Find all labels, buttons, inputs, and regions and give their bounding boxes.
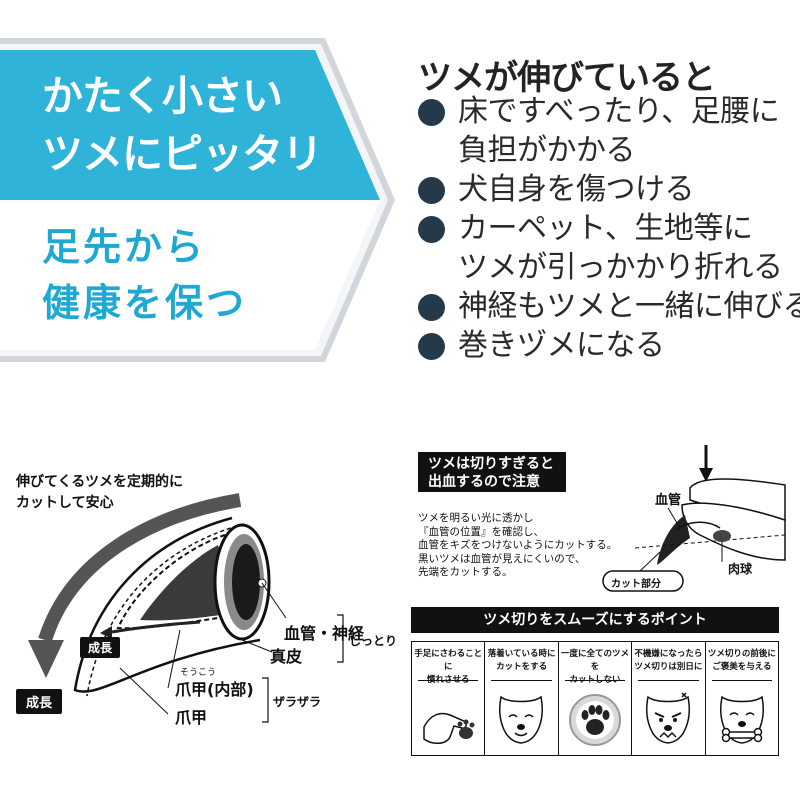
bullet-dot-icon (418, 333, 445, 360)
point-label: ツメ切りの前後に ご褒美を与える (706, 648, 778, 681)
risk-item: 神経もツメと一緒に伸びる (418, 287, 800, 326)
instruction-line: 『血管の位置』を確認し、 (418, 525, 544, 538)
nail-cross-section-diagram (28, 493, 344, 723)
banner-headline: かたく小さい ツメにピッタリ (0, 50, 330, 200)
risk-item-line: 神経もツメと一緒に伸びる (458, 289, 800, 324)
risk-item-line: カーペット、生地等に (458, 211, 753, 246)
instruction-line: ツメを明るい光に透かし (418, 512, 534, 524)
risk-item: 床ですべったり、足腰に 負担がかかる (418, 92, 800, 170)
point-label-line: 不機嫌になったら (634, 649, 703, 659)
bullet-dot-icon (418, 177, 445, 204)
warning-line: 出血するので注意 (428, 474, 540, 490)
banner-subline-line: 足先から (42, 225, 207, 269)
risk-item-line: ツメが引っかかり折れる (458, 250, 783, 285)
point-cell: ツメ切りの前後に ご褒美を与える (706, 642, 778, 755)
label-blood-vessel: 血管 (655, 493, 682, 508)
label-shell: 爪甲 (175, 708, 208, 727)
risk-item-line: 犬自身を傷つける (458, 172, 695, 207)
paw-in-circle-icon (568, 694, 621, 746)
point-label-line: 一度に全てのツメを (561, 649, 630, 672)
point-label-line: 慣れさせる (426, 675, 470, 685)
label-inner-shell: 爪甲(内部) (175, 680, 254, 699)
risk-item: 犬自身を傷つける (418, 170, 800, 209)
warning-line: ツメは切りすぎると (428, 456, 554, 472)
point-label-line: カットをする (496, 662, 548, 672)
point-cell: 不機嫌になったら ツメ切りは別日に (632, 642, 706, 755)
risks-list: 床ですべったり、足腰に 負担がかかる 犬自身を傷つける カーペット、生地等に ツ… (418, 92, 800, 365)
point-label: 手足にさわることに 慣れさせる (412, 648, 484, 687)
points-grid: 手足にさわることに 慣れさせる 落着いている時に カットをする 一度に全てのツメ… (411, 641, 779, 756)
point-label-line: ツメ切りの前後に (707, 649, 776, 659)
label-paw-pad: 肉球 (728, 562, 753, 576)
grumpy-dog-face-icon (646, 692, 691, 744)
banner-headline-line: かたく小さい (42, 72, 283, 120)
banner-headline-line: ツメにピッタリ (42, 130, 323, 178)
label-cut-part: カット部分 (611, 579, 661, 590)
label-rough: ザラザラ (273, 695, 322, 709)
banner-arrow-shape (0, 38, 395, 362)
bleeding-warning-box: ツメは切りすぎると 出血するので注意 (418, 452, 566, 492)
point-label: 落着いている時に カットをする (485, 648, 557, 681)
bullet-dot-icon (418, 294, 445, 321)
risk-item-line: 巻きヅメになる (458, 328, 665, 363)
diagram-caption: 伸びてくるツメを定期的に カットして安心 (16, 472, 183, 514)
cutting-instructions: ツメを明るい光に透かし 『血管の位置』を確認し、 血管をキズをつけないようにカッ… (418, 512, 617, 580)
point-label-line: 落着いている時に (487, 649, 556, 659)
hand-touching-paw-icon (423, 712, 475, 744)
dog-with-bone-icon (719, 695, 764, 744)
label-inner-shell-ruby: そうこう (180, 668, 217, 678)
point-label-line: ご褒美を与える (712, 662, 772, 672)
risk-item: カーペット、生地等に ツメが引っかかり折れる (418, 209, 800, 287)
risk-item-line: 床ですべったり、足腰に (458, 94, 780, 129)
label-moist: しっとり (349, 634, 398, 648)
diagram-caption-line: 伸びてくるツメを定期的に (16, 474, 184, 490)
point-cell: 一度に全てのツメを カットしない (559, 642, 633, 755)
label-vessel-nerve: 血管・神経 (284, 624, 365, 643)
points-header: ツメ切りをスムーズにするポイント (411, 607, 779, 633)
calm-dog-face-icon (499, 695, 544, 744)
point-label: 一度に全てのツメを カットしない (559, 648, 631, 687)
point-label-line: カットしない (569, 675, 621, 685)
instruction-line: 血管をキズをつけないようにカットする。 (418, 539, 618, 551)
point-cell: 落着いている時に カットをする (485, 642, 559, 755)
risk-item: 巻きヅメになる (418, 326, 800, 365)
point-label-line: 手足にさわることに (414, 649, 483, 672)
growth-tag-outer: 成長 (16, 689, 63, 714)
instruction-line: 黒いツメは血管が見えにくいので、 (418, 552, 586, 565)
risk-item-line: 負担がかかる (458, 133, 636, 168)
bullet-dot-icon (418, 216, 445, 243)
label-dermis: 真皮 (270, 647, 303, 666)
growth-tag-inner: 成長 (80, 637, 121, 658)
point-label-line: ツメ切りは別日に (634, 662, 703, 672)
bullet-dot-icon (418, 99, 445, 126)
paw-cut-illustration (602, 445, 786, 592)
banner-subline: 足先から 健康を保つ (0, 205, 330, 345)
banner-subline-line: 健康を保つ (42, 281, 248, 325)
point-label: 不機嫌になったら ツメ切りは別日に (632, 648, 704, 681)
instruction-line: 先端をカットする。 (418, 566, 513, 578)
risks-heading: ツメが伸びていると (418, 58, 716, 98)
point-cell: 手足にさわることに 慣れさせる (412, 642, 486, 755)
diagram-caption-line: カットして安心 (16, 495, 114, 511)
